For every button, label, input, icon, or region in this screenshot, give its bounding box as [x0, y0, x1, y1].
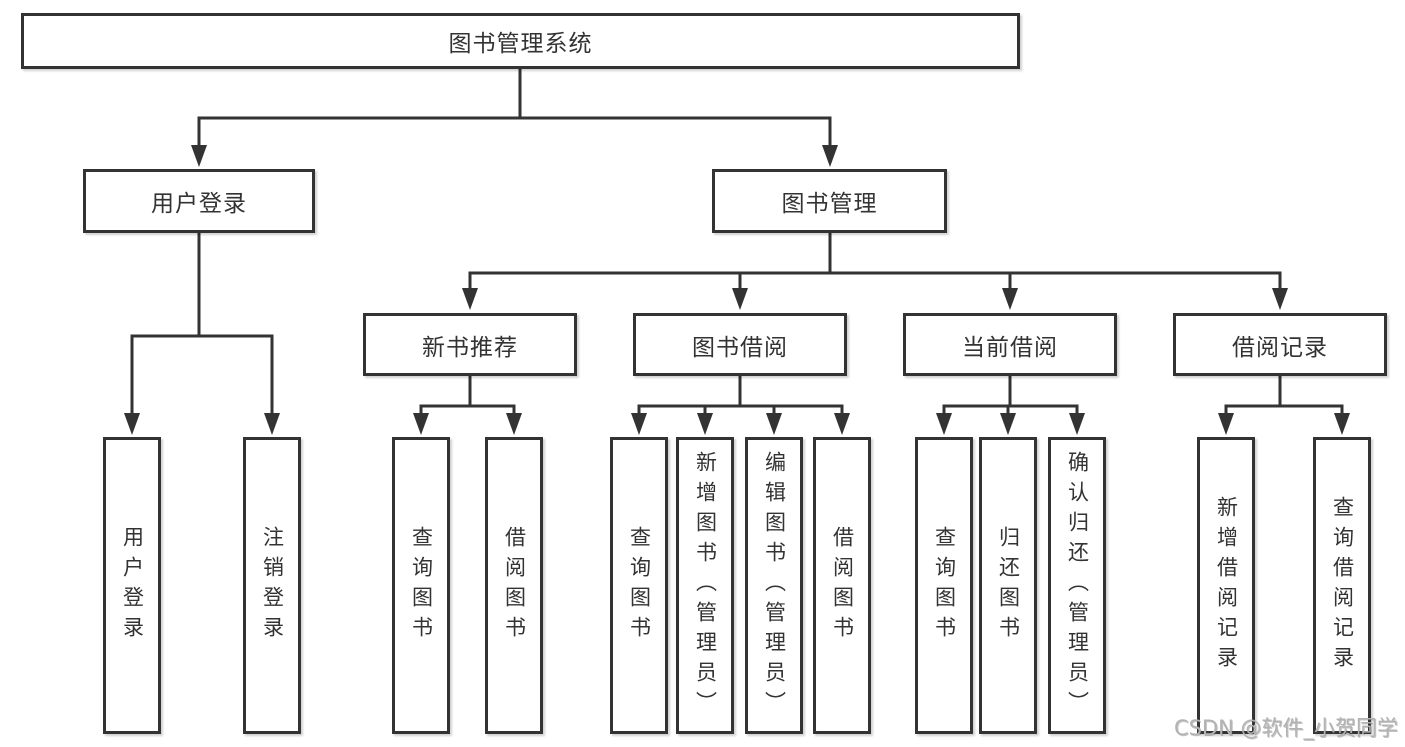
node-library-management-system: 图书管理系统	[21, 13, 1020, 69]
watermark: CSDN @软件_小贺同学	[1173, 716, 1398, 740]
leaf-label: 用户登录	[120, 525, 145, 646]
node-label: 新书推荐	[422, 334, 518, 361]
leaf-return-books: 归还图书	[979, 437, 1037, 734]
leaf-label: 查询借阅记录	[1330, 495, 1355, 676]
leaf-label: 归还图书	[996, 525, 1021, 646]
leaf-query-borrow-record: 查询借阅记录	[1313, 437, 1371, 734]
leaf-label: 借阅图书	[502, 525, 527, 646]
leaf-label: 借阅图书	[830, 525, 855, 646]
node-label: 借阅记录	[1232, 334, 1328, 361]
leaf-label: 新增借阅记录	[1214, 495, 1239, 676]
connector-bookmgmt-to-level2	[468, 233, 1282, 291]
node-label: 当前借阅	[962, 334, 1058, 361]
node-label: 图书管理系统	[448, 31, 593, 57]
node-new-book-recommend: 新书推荐	[363, 313, 577, 376]
leaf-recommend-query-books: 查询图书	[392, 437, 450, 734]
leaf-borrow-query-books: 查询图书	[610, 437, 668, 734]
leaf-recommend-borrow-books: 借阅图书	[485, 437, 543, 734]
connector-root-to-level1	[197, 69, 832, 147]
connector-recommend-to-leaves	[419, 376, 516, 414]
node-user-login: 用户登录	[83, 169, 315, 233]
leaf-current-query-books: 查询图书	[915, 437, 973, 734]
leaf-confirm-return-admin: 确认归还（管理员）	[1048, 437, 1106, 734]
connector-userlogin-to-leaves	[130, 233, 274, 414]
leaf-label: 确认归还（管理员）	[1065, 450, 1090, 721]
leaf-add-books-admin: 新增图书（管理员）	[676, 437, 734, 734]
node-label: 图书借阅	[692, 334, 788, 361]
leaf-logout-login: 注销登录	[243, 437, 301, 734]
arrowheads	[124, 145, 1350, 435]
leaf-user-login: 用户登录	[103, 437, 161, 734]
connector-borrow-to-leaves	[637, 376, 844, 414]
node-book-management: 图书管理	[712, 169, 947, 233]
leaf-label: 查询图书	[627, 525, 652, 646]
leaf-add-borrow-record: 新增借阅记录	[1197, 437, 1255, 734]
node-label: 用户登录	[151, 191, 247, 217]
node-borrow-record: 借阅记录	[1173, 313, 1387, 376]
connector-record-to-leaves	[1224, 376, 1344, 414]
node-current-borrow: 当前借阅	[903, 313, 1117, 376]
leaf-label: 注销登录	[260, 525, 285, 646]
leaf-label: 查询图书	[409, 525, 434, 646]
leaf-label: 查询图书	[932, 525, 957, 646]
leaf-label: 编辑图书（管理员）	[762, 450, 787, 721]
leaf-edit-books-admin: 编辑图书（管理员）	[745, 437, 803, 734]
node-book-borrow: 图书借阅	[633, 313, 847, 376]
connector-current-to-leaves	[942, 376, 1079, 414]
node-label: 图书管理	[781, 191, 878, 217]
leaf-borrow-books: 借阅图书	[813, 437, 871, 734]
leaf-label: 新增图书（管理员）	[693, 450, 718, 721]
